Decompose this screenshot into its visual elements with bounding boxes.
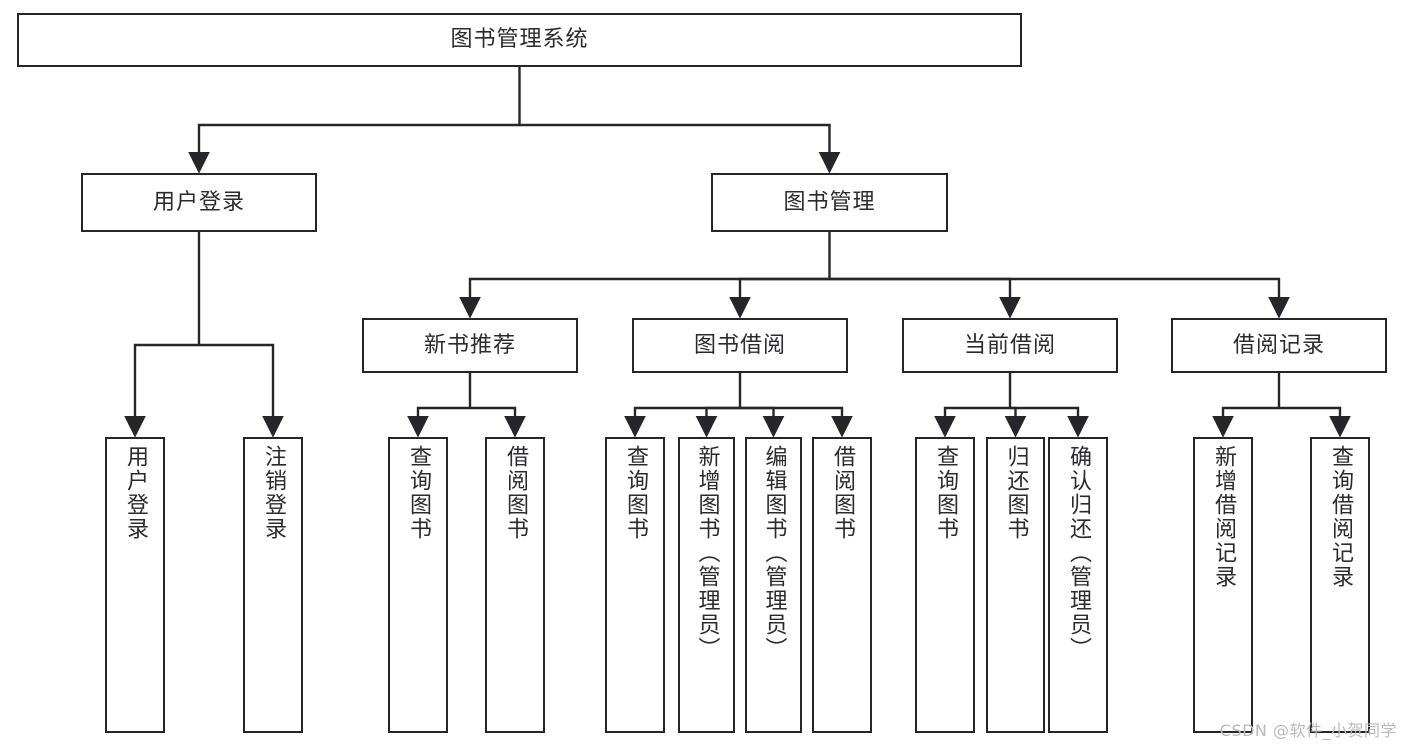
node-l-cu-query[interactable]: 查询图书	[915, 437, 975, 733]
node-root[interactable]: 图书管理系统	[17, 13, 1022, 67]
node-l-rc-add[interactable]: 新增借阅记录	[1193, 437, 1253, 733]
node-label: 注销登录	[261, 445, 286, 541]
node-label: 查询图书	[933, 445, 958, 541]
edge-current-to-l-cu-return	[1004, 406, 1027, 438]
edge-bookmgmt-to-borrow	[729, 277, 830, 319]
edge-current-to-l-cu-query	[934, 406, 1010, 438]
node-l-cu-confirm[interactable]: 确认归还（管理员）	[1048, 437, 1108, 733]
node-label: 确认归还（管理员）	[1066, 445, 1091, 661]
edge-bookmgmt-to-newbook	[459, 277, 830, 319]
node-l-bo-edit[interactable]: 编辑图书（管理员）	[745, 437, 802, 733]
node-bookmgmt[interactable]: 图书管理	[711, 173, 948, 232]
node-l-cu-return[interactable]: 归还图书	[986, 437, 1045, 733]
edge-login-to-l-logout	[199, 343, 284, 438]
node-label: 借阅图书	[503, 445, 528, 541]
node-label: 借阅图书	[830, 445, 855, 541]
node-borrow[interactable]: 图书借阅	[632, 318, 848, 373]
edge-group	[124, 67, 1351, 438]
edge-borrow-to-l-bo-add	[695, 406, 740, 438]
node-label: 新增图书（管理员）	[694, 445, 720, 661]
edge-root-to-login	[188, 123, 520, 174]
node-l-userlogin[interactable]: 用户登录	[105, 437, 165, 733]
node-label: 查询借阅记录	[1328, 445, 1353, 589]
node-label: 编辑图书（管理员）	[761, 445, 787, 661]
edge-bookmgmt-to-current	[829, 277, 1021, 319]
node-l-nb-query[interactable]: 查询图书	[388, 437, 448, 733]
node-label: 归还图书	[1003, 445, 1029, 541]
node-current[interactable]: 当前借阅	[902, 318, 1118, 373]
node-l-logout[interactable]: 注销登录	[243, 437, 303, 733]
edge-current-to-l-cu-confirm	[1010, 406, 1089, 438]
edge-newbook-to-l-nb-query	[407, 406, 470, 438]
watermark-text: CSDN @软件_小贺同学	[1219, 721, 1397, 740]
node-l-bo-query[interactable]: 查询图书	[605, 437, 665, 733]
edge-bookmgmt-to-records	[829, 277, 1290, 319]
node-login[interactable]: 用户登录	[81, 173, 317, 232]
node-l-rc-query[interactable]: 查询借阅记录	[1310, 437, 1370, 733]
edge-borrow-to-l-bo-query	[624, 406, 740, 438]
node-label: 借阅记录	[1232, 332, 1325, 358]
node-label: 用户登录	[123, 445, 148, 541]
node-label: 图书借阅	[693, 332, 786, 358]
node-l-bo-add[interactable]: 新增图书（管理员）	[678, 437, 735, 733]
edge-records-to-l-rc-query	[1279, 406, 1351, 438]
node-label: 新增借阅记录	[1211, 445, 1236, 589]
node-l-nb-borrow[interactable]: 借阅图书	[485, 437, 545, 733]
node-records[interactable]: 借阅记录	[1171, 318, 1387, 373]
node-l-bo-lend[interactable]: 借阅图书	[812, 437, 872, 733]
edge-login-to-l-userlogin	[124, 343, 199, 438]
node-label: 查询图书	[623, 445, 648, 541]
node-label: 用户登录	[152, 189, 245, 215]
node-label: 当前借阅	[963, 332, 1056, 358]
edge-borrow-to-l-bo-lend	[740, 406, 853, 438]
node-label: 图书管理	[783, 189, 876, 215]
edge-newbook-to-l-nb-borrow	[470, 406, 526, 438]
edge-borrow-to-l-bo-edit	[740, 406, 785, 438]
edge-records-to-l-rc-add	[1212, 406, 1279, 438]
node-label: 图书管理系统	[450, 27, 589, 53]
node-label: 查询图书	[406, 445, 431, 541]
edge-root-to-bookmgmt	[519, 123, 841, 174]
node-label: 新书推荐	[423, 332, 516, 358]
node-newbook[interactable]: 新书推荐	[362, 318, 578, 373]
